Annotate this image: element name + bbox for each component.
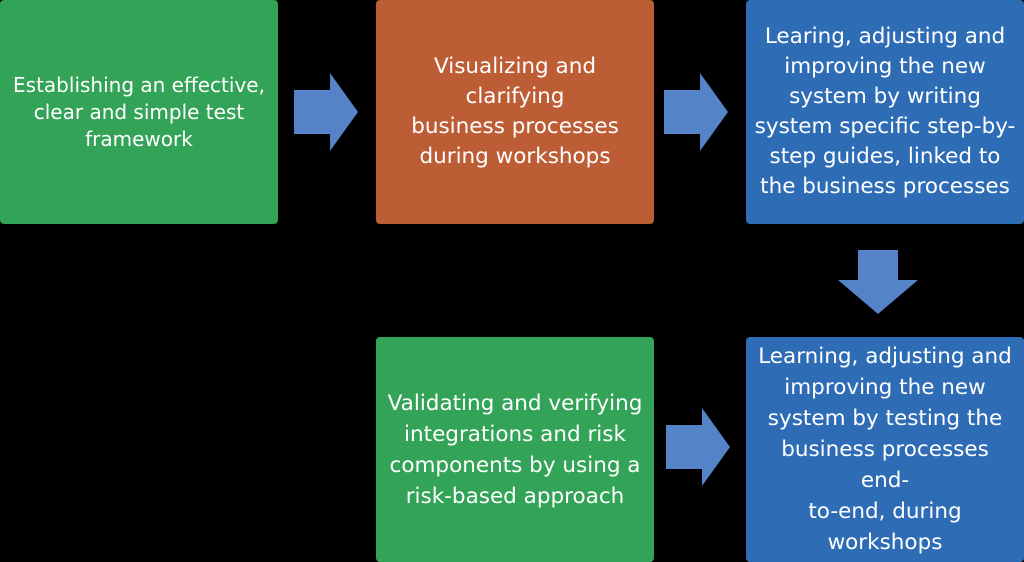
step-4-text: Learning, adjusting and improving the ne… <box>758 344 1012 555</box>
step-5-box: Validating and verifying integrations an… <box>376 337 654 562</box>
step-3-box: Learing, adjusting and improving the new… <box>746 0 1024 224</box>
step-1-box: Establishing an effective, clear and sim… <box>0 0 278 224</box>
step-2-box: Visualizing and clarifying business proc… <box>376 0 654 224</box>
arrow-right-icon <box>294 73 358 151</box>
arrow-right-icon <box>664 73 728 151</box>
step-1-text: Establishing an effective, clear and sim… <box>13 72 265 151</box>
step-2-text: Visualizing and clarifying business proc… <box>411 54 619 169</box>
step-5-text: Validating and verifying integrations an… <box>387 390 643 509</box>
step-3-text: Learing, adjusting and improving the new… <box>754 24 1016 199</box>
arrow-down-icon <box>838 250 918 314</box>
step-4-box: Learning, adjusting and improving the ne… <box>746 337 1024 562</box>
arrow-right-icon <box>666 408 730 486</box>
